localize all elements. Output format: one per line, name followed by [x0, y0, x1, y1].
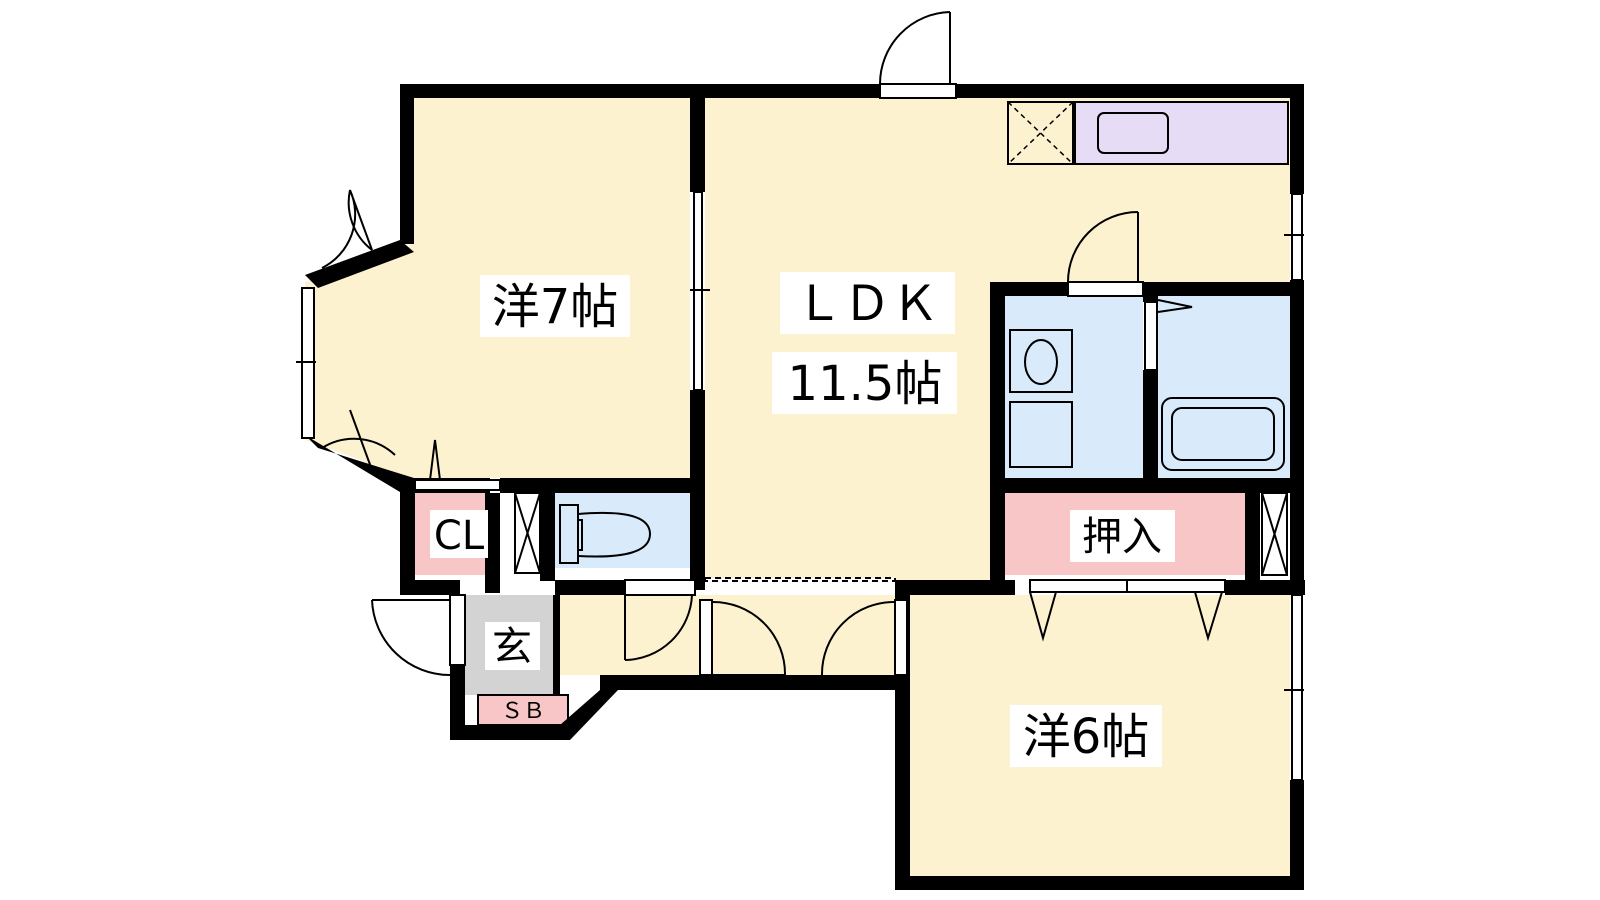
door-washroom	[1067, 211, 1144, 297]
windows	[296, 191, 1304, 781]
bay-window-floor	[305, 245, 410, 478]
door-top	[879, 11, 957, 99]
room-labels: 洋7帖 ＬＤＫ 11.5帖 CL 押入 玄 ＳＢ 洋6帖	[430, 272, 1175, 767]
window-ldk-right	[1291, 193, 1303, 281]
oshiire-label: 押入	[1082, 514, 1162, 560]
window-room6	[1291, 594, 1303, 781]
washbasin-icon	[1009, 329, 1073, 393]
ldk-size-label: 11.5帖	[788, 356, 943, 412]
walls	[305, 84, 1305, 890]
sink-icon	[1097, 112, 1169, 154]
ldk-floor	[705, 98, 1290, 580]
door-ldk	[699, 577, 908, 676]
bathtub-icon	[1161, 397, 1285, 471]
shoe-box-label: ＳＢ	[501, 699, 545, 724]
door-entrance	[371, 594, 466, 676]
door-toilet	[624, 579, 696, 661]
western-room-7-label: 洋7帖	[492, 279, 619, 335]
door-oshiire	[1029, 579, 1226, 642]
toilet-icon	[559, 504, 579, 564]
shoe-box	[477, 694, 569, 726]
washroom-floor	[1005, 296, 1143, 478]
kitchen-counter	[1007, 101, 1289, 165]
room-fills	[305, 98, 1290, 877]
hallway-floor	[560, 595, 900, 675]
bathroom-floor	[1158, 296, 1290, 478]
ldk-label: ＬＤＫ	[795, 276, 939, 332]
fixtures	[559, 329, 1285, 564]
entrance-label: 玄	[492, 624, 532, 670]
washing-machine-icon	[1009, 401, 1073, 468]
western-room-6-label: 洋6帖	[1023, 709, 1150, 765]
doors	[321, 11, 1288, 676]
closet-label: CL	[434, 513, 485, 559]
